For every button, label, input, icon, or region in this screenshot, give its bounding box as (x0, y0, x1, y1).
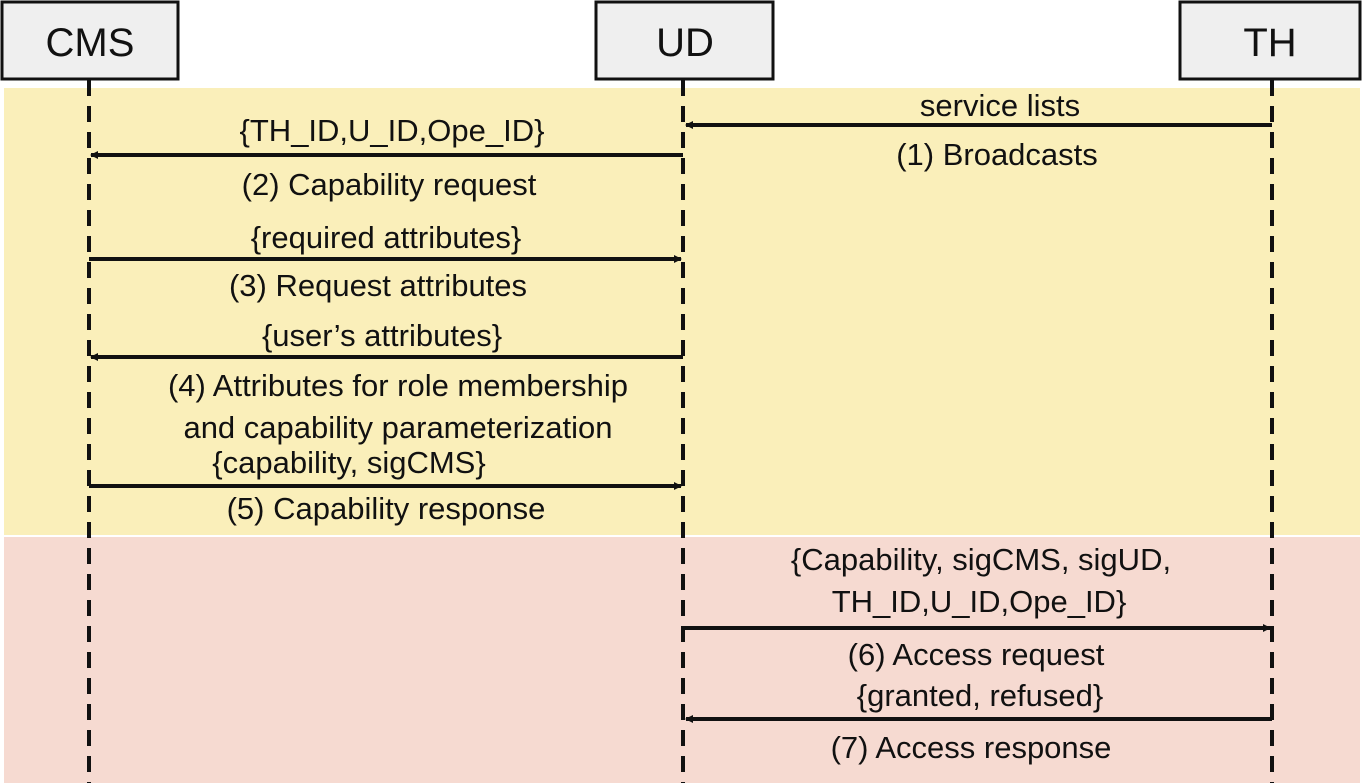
message-4-payload: {user’s attributes} (262, 318, 502, 353)
message-7: {granted, refused} (7) Access response (685, 678, 1272, 765)
message-3: {required attributes} (3) Request attrib… (89, 220, 682, 303)
message-7-payload: {granted, refused} (857, 678, 1103, 713)
actor-cms: CMS (0, 0, 180, 81)
message-6: {Capability, sigCMS, sigUD, TH_ID,U_ID,O… (683, 542, 1271, 672)
message-1-payload: service lists (920, 88, 1080, 123)
actor-ud: UD (594, 0, 775, 81)
actor-th-label: TH (1243, 21, 1296, 65)
actor-cms-box (0, 0, 180, 81)
message-6-payload-line-1: {Capability, sigCMS, sigUD, (791, 542, 1171, 577)
message-4-step-line-2: and capability parameterization (183, 410, 612, 445)
actor-ud-label: UD (656, 21, 714, 65)
actor-ud-box (594, 0, 775, 81)
message-2-step: (2) Capability request (242, 167, 537, 202)
message-1: service lists (1) Broadcasts (685, 88, 1272, 172)
message-7-step: (7) Access response (831, 730, 1112, 765)
message-6-step: (6) Access request (848, 637, 1105, 672)
message-4: {user’s attributes} (4) Attributes for r… (90, 318, 683, 445)
message-2-payload: {TH_ID,U_ID,Ope_ID} (240, 113, 545, 148)
actor-th: TH (1178, 0, 1362, 81)
message-6-payload-line-2: TH_ID,U_ID,Ope_ID} (832, 584, 1127, 619)
message-4-step-line-1: (4) Attributes for role membership (168, 368, 628, 403)
message-2: {TH_ID,U_ID,Ope_ID} (2) Capability reque… (90, 113, 683, 202)
message-5: {capability, sigCMS} (5) Capability resp… (89, 445, 682, 526)
actor-th-box (1178, 0, 1362, 81)
message-5-step: (5) Capability response (227, 491, 546, 526)
actor-cms-label: CMS (46, 21, 135, 65)
message-1-step: (1) Broadcasts (896, 137, 1098, 172)
message-3-payload: {required attributes} (251, 220, 522, 255)
message-5-payload: {capability, sigCMS} (212, 445, 485, 480)
message-3-step: (3) Request attributes (229, 268, 527, 303)
